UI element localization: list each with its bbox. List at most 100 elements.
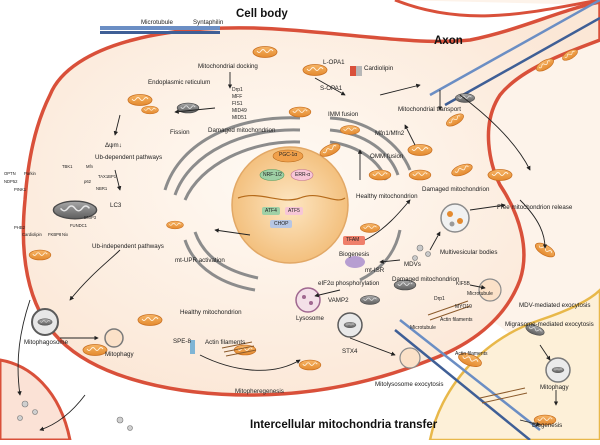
label-mt-upr: mt-UPR activation xyxy=(175,257,225,264)
pathway-arrows xyxy=(17,72,559,431)
label-drp1-b: Drp1 xyxy=(434,296,445,302)
label-healthy-mito-mid: Healthy mitochondrion xyxy=(356,193,418,200)
migrasome xyxy=(478,278,502,302)
label-erra: ERR-α xyxy=(295,172,311,178)
atf4-box xyxy=(262,207,280,215)
label-mitopheregenesis: Mitopheregenesis xyxy=(235,388,284,395)
label-atf5: ATF5 xyxy=(288,208,300,214)
mitolysosome-exocytosis-vesicle xyxy=(399,347,421,369)
label-phb2: PHB2 xyxy=(14,225,25,230)
label-lc3: LC3 xyxy=(110,202,122,209)
label-tax1bp1: TAX1BP1 xyxy=(98,174,117,179)
actin-filaments xyxy=(221,300,528,404)
label-vamp2: VAMP2 xyxy=(328,297,349,304)
lysosome xyxy=(295,287,321,313)
label-actin-left: Actin filaments xyxy=(205,339,246,346)
multivesicular-body xyxy=(440,203,470,233)
label-actin-low: Actin filaments xyxy=(455,351,488,357)
label-migrasome-exocytosis: Migrasome-mediated exocytosis xyxy=(505,321,594,328)
label-free-release: Free mitochondrion release xyxy=(497,204,573,211)
label-imm-fusion: IMM fusion xyxy=(328,111,359,118)
label-nbr1: NBR1 xyxy=(96,186,108,191)
label-ub-dependent: Ub-dependent pathways xyxy=(95,154,163,161)
label-bnip3: BNIP3 xyxy=(84,215,97,220)
label-spe8: SPE-8 xyxy=(173,338,191,345)
label-eif2a: eIF2α phosphorylation xyxy=(318,280,380,287)
mitolysosome xyxy=(337,312,363,338)
label-drp1: Drp1 xyxy=(232,87,243,93)
label-lysosome: Lysosome xyxy=(296,315,324,322)
label-actin-mid: Actin filaments xyxy=(440,317,473,323)
label-ndp52: NDP52 xyxy=(4,179,18,184)
label-mid51: MID51 xyxy=(232,115,247,121)
label-fkbp8: FKBP8 xyxy=(48,232,62,237)
mitophagy-right-vesicle xyxy=(545,357,571,383)
cardiolipin-marker xyxy=(350,66,362,76)
microtubule-top xyxy=(100,26,220,34)
label-tbk1: TBK1 xyxy=(62,164,73,169)
neighbor-cell-left xyxy=(0,358,72,442)
label-mitochondrial-docking: Mitochondrial docking xyxy=(198,63,258,70)
title-intercellular-transfer: Intercellular mitochondria transfer xyxy=(250,419,438,431)
label-microtubule-low: Microtubule xyxy=(410,325,436,331)
label-stx4: STX4 xyxy=(342,348,358,355)
nrf-oval xyxy=(259,169,285,181)
title-axon: Axon xyxy=(434,35,463,47)
spe8-marker xyxy=(190,340,195,354)
label-mdv-exocytosis: MDV-mediated exocytosis xyxy=(519,302,591,309)
label-cardiolipin: Cardiolipin xyxy=(364,65,394,72)
label-parkin: Parkin xyxy=(24,171,36,176)
label-p62: p62 xyxy=(84,179,91,184)
label-mt-isr: mt-ISR xyxy=(365,267,385,274)
label-damaged-mito-right: Damaged mitochondrion xyxy=(422,186,490,193)
tfam-box xyxy=(343,236,365,245)
label-mitophagosome: Mitophagosome xyxy=(24,339,69,346)
pgc1a-oval xyxy=(272,149,304,163)
mitophagosome xyxy=(31,308,59,336)
label-mdvs: MDVs xyxy=(404,261,421,268)
endoplasmic-reticulum xyxy=(163,116,412,292)
label-damaged-mito-top: Damaged mitochondrion xyxy=(208,127,276,134)
mdv-vesicles xyxy=(412,244,431,261)
label-mid49: MID49 xyxy=(232,108,247,114)
label-syntaphilin: Syntaphilin xyxy=(193,19,224,26)
label-atf4: ATF4 xyxy=(265,208,277,214)
label-s-opa1: S-OPA1 xyxy=(320,85,343,92)
label-healthy-mito-low: Healthy mitochondrion xyxy=(180,309,242,316)
label-biogenesis-mid: Biogenesis xyxy=(339,251,370,258)
label-mitochondrial-transport: Mitochondrial transport xyxy=(398,106,461,113)
label-mfn: Mfn1/Mfn2 xyxy=(375,130,405,137)
label-tfam: TFAM xyxy=(346,237,360,243)
label-biogenesis-right: Biogenesis xyxy=(532,422,563,429)
label-mff: MFF xyxy=(232,94,243,100)
atf5-box xyxy=(285,207,303,215)
label-l-opa1: L-OPA1 xyxy=(323,59,345,66)
label-microtubule-right: Microtubule xyxy=(467,291,493,297)
label-microtubule-top: Microtubule xyxy=(141,19,173,26)
mitophagy-left-vesicle xyxy=(104,328,124,348)
label-fundc1: FUNDC1 xyxy=(70,223,87,228)
axon-outer-membrane-top xyxy=(394,0,600,18)
label-mfn-small: Mfn xyxy=(86,164,93,169)
label-endoplasmic-reticulum: Endoplasmic reticulum xyxy=(148,79,211,86)
label-omm-fusion: OMM fusion xyxy=(370,153,404,160)
label-nix: Nix xyxy=(62,232,69,237)
label-mitophagy-right: Mitophagy xyxy=(540,384,569,391)
label-nrf: NRF-1/2 xyxy=(263,172,282,178)
label-pgc1a: PGC-1α xyxy=(279,152,298,158)
label-damaged-mito-center: Damaged mitochondrion xyxy=(392,276,460,283)
chop-box xyxy=(270,220,292,228)
label-fission: Fission xyxy=(170,129,190,136)
label-multivesicular: Multivesicular bodies xyxy=(440,249,498,256)
label-mitolysosome-exocytosis: Mitolysosome exocytosis xyxy=(375,381,444,388)
nucleus xyxy=(231,146,349,264)
label-fis1: FIS1 xyxy=(232,101,243,107)
label-delta-psi: Δψm↓ xyxy=(105,142,122,149)
title-cell-body: Cell body xyxy=(236,8,288,20)
label-cardiolipin-small: Cardiolipin xyxy=(22,232,42,237)
dna-strand xyxy=(237,194,346,201)
label-mitophagy-left: Mitophagy xyxy=(105,351,134,358)
axon-microtubules xyxy=(394,0,600,441)
